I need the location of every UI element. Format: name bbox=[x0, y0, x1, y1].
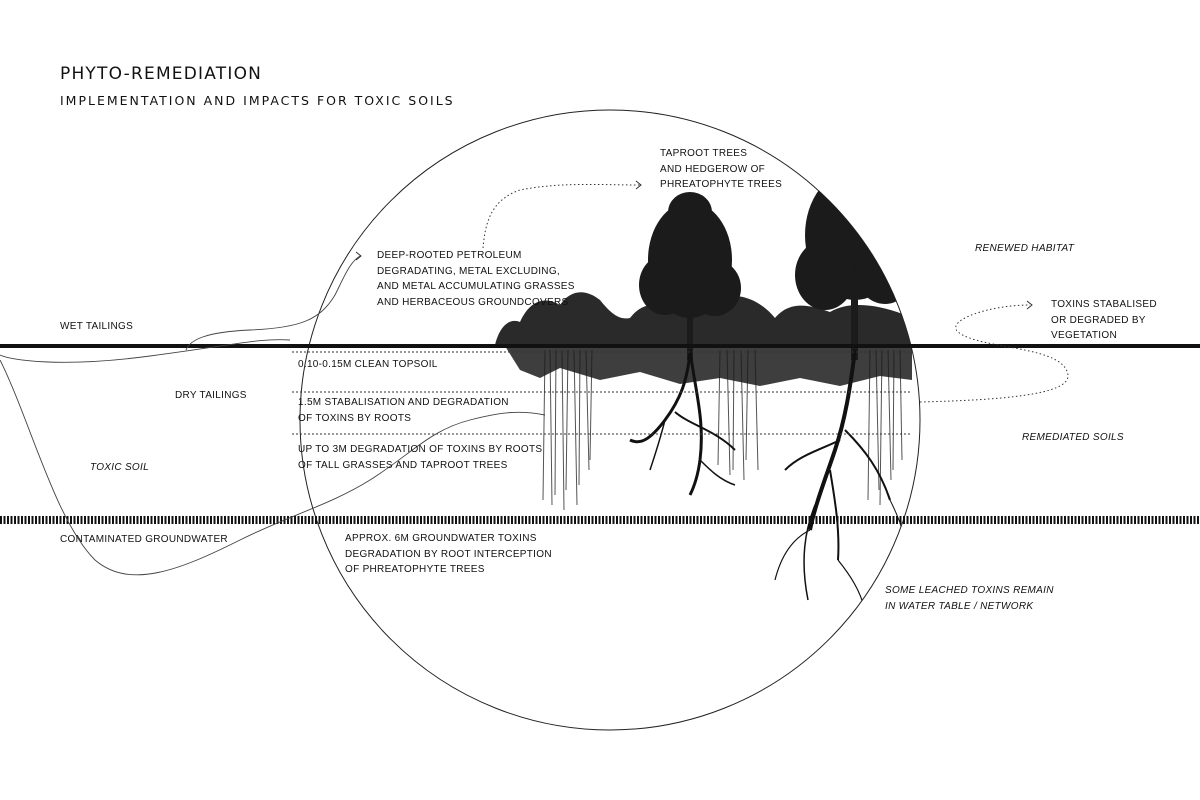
label-remediated-soils: REMEDIATED SOILS bbox=[1022, 432, 1124, 443]
label-toxic-soil: TOXIC SOIL bbox=[90, 462, 149, 473]
label-layer-6m: APPROX. 6m GROUNDWATER TOXINS DEGRADATIO… bbox=[345, 533, 552, 575]
label-dry-tailings: DRY TAILINGS bbox=[175, 390, 247, 401]
label-layer-topsoil: 0.10-0.15m CLEAN TOPSOIL bbox=[298, 359, 438, 370]
page-title: PHYTO-REMEDIATION bbox=[60, 64, 263, 84]
label-layer-1-5m: 1.5m STABALISATION AND DEGRADATION OF TO… bbox=[298, 397, 509, 424]
page-subtitle: IMPLEMENTATION AND IMPACTS FOR TOXIC SOI… bbox=[60, 93, 455, 108]
label-contaminated-groundwater: CONTAMINATED GROUNDWATER bbox=[60, 534, 228, 545]
label-leached-toxins: SOME LEACHED TOXINS REMAIN IN WATER TABL… bbox=[885, 585, 1054, 612]
label-layer-3m: UP TO 3m DEGRADATION OF TOXINS BY ROOTS … bbox=[298, 444, 543, 471]
label-toxins-stabalised: TOXINS STABALISED OR DEGRADED BY VEGETAT… bbox=[1051, 299, 1157, 341]
arrow-heads bbox=[355, 180, 1033, 310]
dotted-leaders bbox=[482, 183, 1069, 403]
label-renewed-habitat: RENEWED HABITAT bbox=[975, 243, 1075, 254]
flow-curves bbox=[0, 255, 546, 576]
label-wet-tailings: WET TAILINGS bbox=[60, 321, 134, 332]
section-circle bbox=[299, 109, 921, 731]
label-deep-rooted: DEEP-ROOTED PETROLEUM DEGRADATING, METAL… bbox=[377, 250, 575, 308]
label-taproot-trees: TAPROOT TREES AND HEDGEROW OF PHREATOPHY… bbox=[660, 148, 783, 190]
